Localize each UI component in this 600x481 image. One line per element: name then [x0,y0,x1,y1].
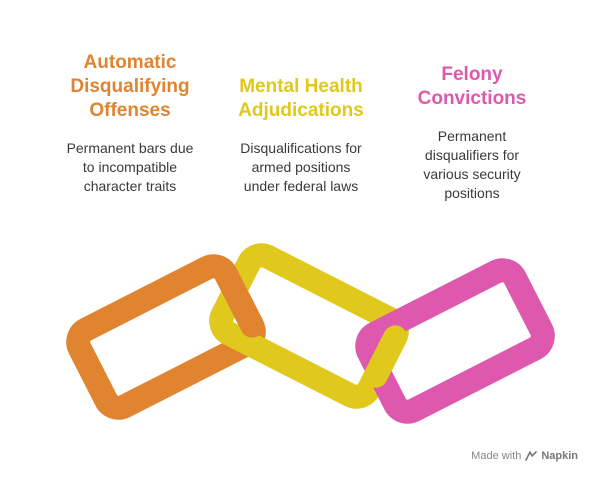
item-description-line: Disqualifications for [240,140,362,156]
item-title-line: Adjudications [238,100,364,121]
item-description: Disqualifications for armed positions un… [216,139,386,196]
item-title-line: Felony [441,64,503,85]
chain-link-orange-overlap [213,261,265,338]
item-title: Automatic Disqualifying Offenses [40,51,220,123]
item-felony-convictions: Felony Convictions Permanent disqualifie… [392,63,552,203]
watermark-prefix: Made with [471,450,522,462]
made-with-napkin-watermark[interactable]: Made with Napkin [471,450,578,462]
item-mental-health-adjudications: Mental Health Adjudications Disqualifica… [216,75,386,196]
item-title-line: Automatic [83,52,177,73]
watermark-brand: Napkin [541,450,578,462]
item-description-line: armed positions [251,159,351,175]
item-title: Mental Health Adjudications [216,75,386,123]
item-description-line: various security [423,166,521,182]
item-title: Felony Convictions [392,63,552,111]
item-description-line: Permanent [437,128,507,144]
item-description-line: character traits [83,178,177,194]
item-description-line: to incompatible [82,159,178,175]
napkin-logo-icon [525,451,538,461]
item-title-line: Mental Health [239,76,363,97]
item-description-line: Permanent bars due [66,140,194,156]
item-description-line: under federal laws [243,178,359,194]
item-description: Permanent disqualifiers for various secu… [392,127,552,203]
item-automatic-disqualifying-offenses: Automatic Disqualifying Offenses Permane… [40,51,220,196]
item-title-line: Disqualifying [70,76,190,97]
item-description: Permanent bars due to incompatible chara… [40,139,220,196]
item-description-line: positions [444,185,500,201]
chain-link-yellow-overlap [363,325,408,388]
item-title-line: Convictions [417,88,527,109]
item-description-line: disqualifiers for [424,147,520,163]
item-title-line: Offenses [89,100,171,121]
